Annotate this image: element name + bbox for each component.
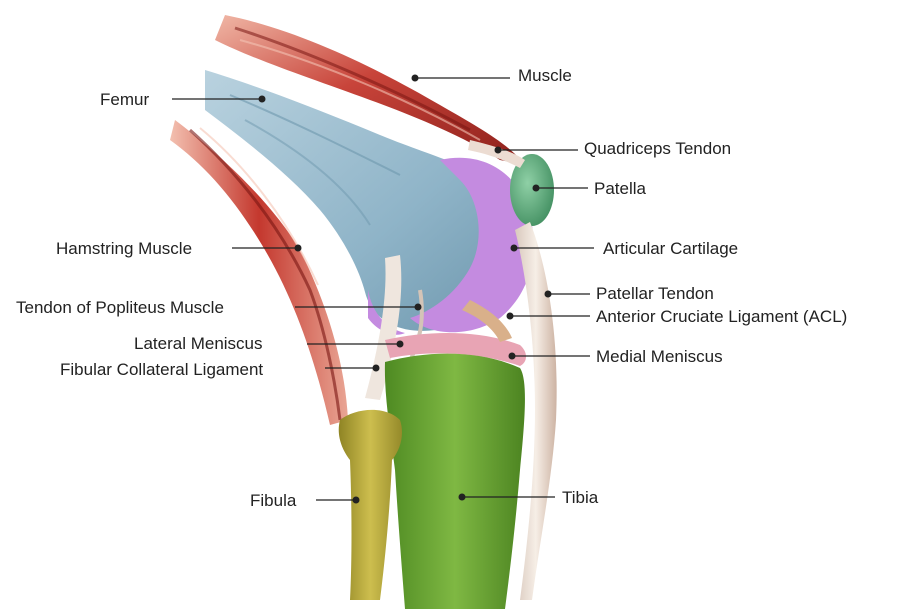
tibia-shape	[385, 354, 525, 609]
label-hamstring-muscle: Hamstring Muscle	[56, 239, 192, 258]
label-patella: Patella	[594, 179, 647, 198]
label-fibular-collateral-ligament: Fibular Collateral Ligament	[60, 360, 263, 379]
label-tibia: Tibia	[562, 488, 599, 507]
fibula-shape	[339, 410, 402, 600]
label-medial-meniscus: Medial Meniscus	[596, 347, 723, 366]
label-fibula: Fibula	[250, 491, 297, 510]
label-tendon-of-popliteus-muscle: Tendon of Popliteus Muscle	[16, 298, 224, 317]
label-muscle: Muscle	[518, 66, 572, 85]
label-lateral-meniscus: Lateral Meniscus	[134, 334, 263, 353]
label-quadriceps-tendon: Quadriceps Tendon	[584, 139, 731, 158]
label-femur: Femur	[100, 90, 149, 109]
label-anterior-cruciate-ligament: Anterior Cruciate Ligament (ACL)	[596, 307, 847, 326]
label-articular-cartilage: Articular Cartilage	[603, 239, 738, 258]
label-patellar-tendon: Patellar Tendon	[596, 284, 714, 303]
